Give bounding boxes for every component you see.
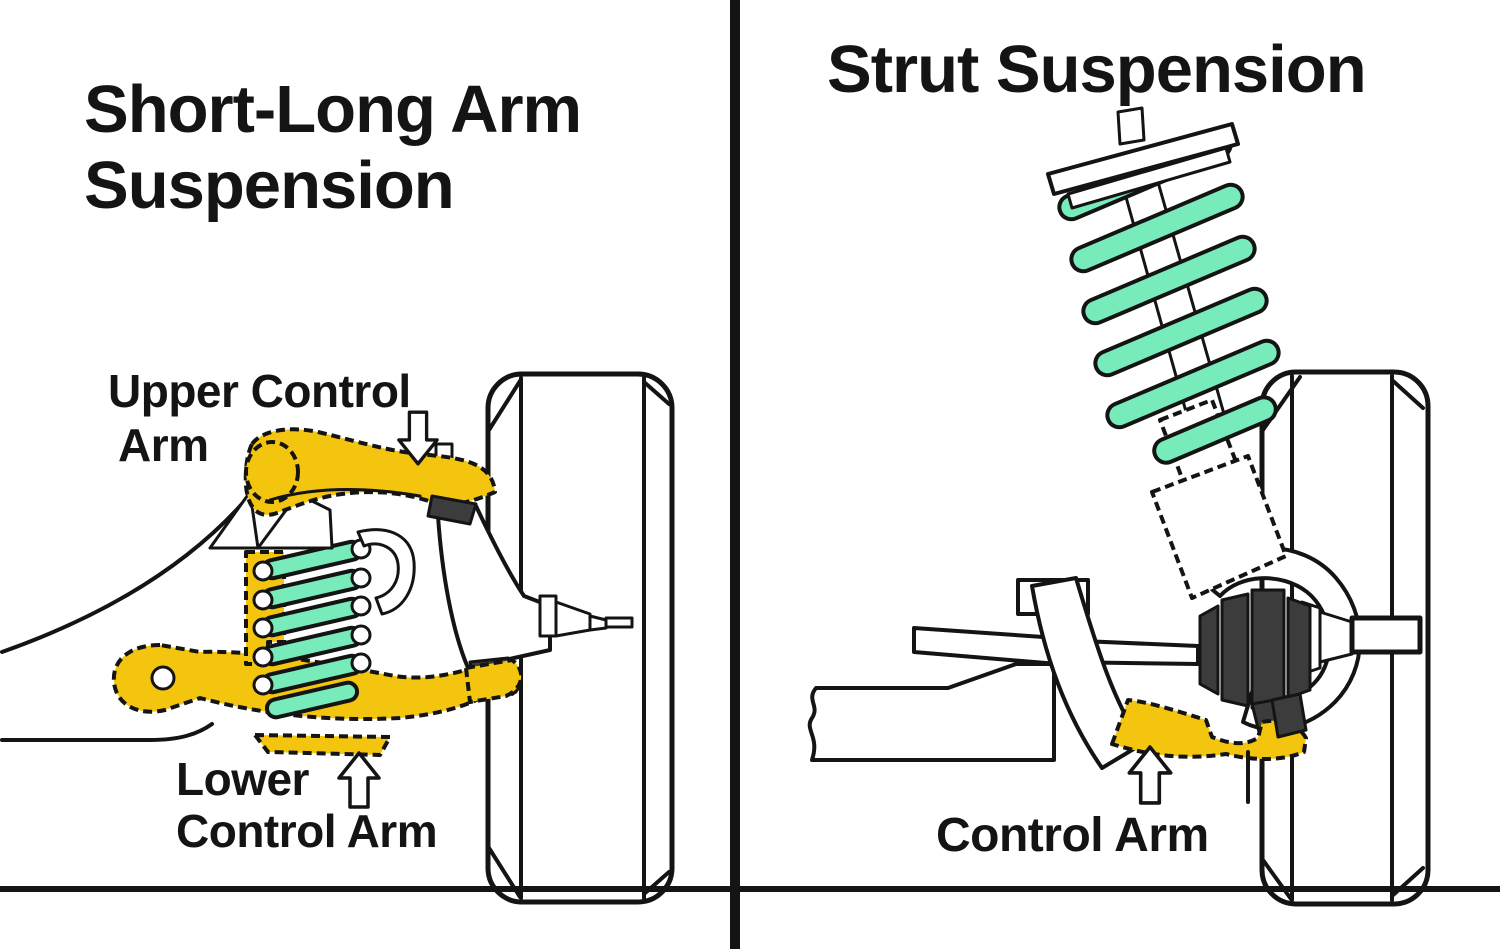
- spindle-rod: [604, 616, 634, 629]
- sla-suspension-drawing: [0, 371, 675, 905]
- frame-bottom-outline: [0, 722, 214, 742]
- strut-assembly: [1046, 106, 1288, 600]
- strut-body: [1150, 454, 1288, 600]
- left-title-line2: Suspension: [84, 148, 455, 224]
- lower-arm-tip: [464, 658, 523, 704]
- strut-fork-band: [1030, 576, 1144, 770]
- mount-stud: [1116, 106, 1146, 146]
- right-panel-title: Strut Suspension: [827, 32, 1367, 107]
- upper-control-arm-label-line2: Arm: [118, 419, 209, 471]
- frame-bracket: [208, 490, 260, 550]
- down-arrow-icon: [397, 410, 439, 466]
- upper-ball-joint: [426, 494, 478, 526]
- spindle-base: [538, 594, 558, 638]
- up-arrow-icon: [337, 751, 381, 809]
- ground-line: [0, 886, 1500, 892]
- left-panel-title: Short-Long Arm Suspension: [84, 72, 582, 225]
- steering-knuckle-left: [256, 492, 634, 670]
- strut-suspension-drawing: [807, 106, 1431, 907]
- coil-spring-left: [252, 538, 372, 720]
- lower-arm-bushing-eye: [150, 665, 176, 691]
- steering-knuckle-right: [1196, 546, 1362, 731]
- left-title-line1: Short-Long Arm: [84, 72, 582, 147]
- strut-top-mount: [1046, 106, 1240, 210]
- up-arrow-icon: [1127, 745, 1173, 805]
- arm-ball-joint: [1270, 692, 1308, 739]
- control-arm-label-right: Control Arm: [936, 809, 1209, 862]
- panel-divider: [730, 0, 740, 949]
- shock-hook: [356, 528, 416, 616]
- upper-arm-pivot: [244, 440, 300, 504]
- upper-control-arm-label-line1: Upper Control: [108, 365, 411, 417]
- knuckle-body: [436, 504, 552, 670]
- lower-arm-foot: [253, 733, 392, 757]
- axle-shaft: [912, 626, 1060, 666]
- lower-control-arm-label-line2: Control Arm: [176, 805, 438, 857]
- lower-control-arm-label-line1: Lower: [176, 753, 309, 805]
- frame-rail: [807, 662, 1056, 762]
